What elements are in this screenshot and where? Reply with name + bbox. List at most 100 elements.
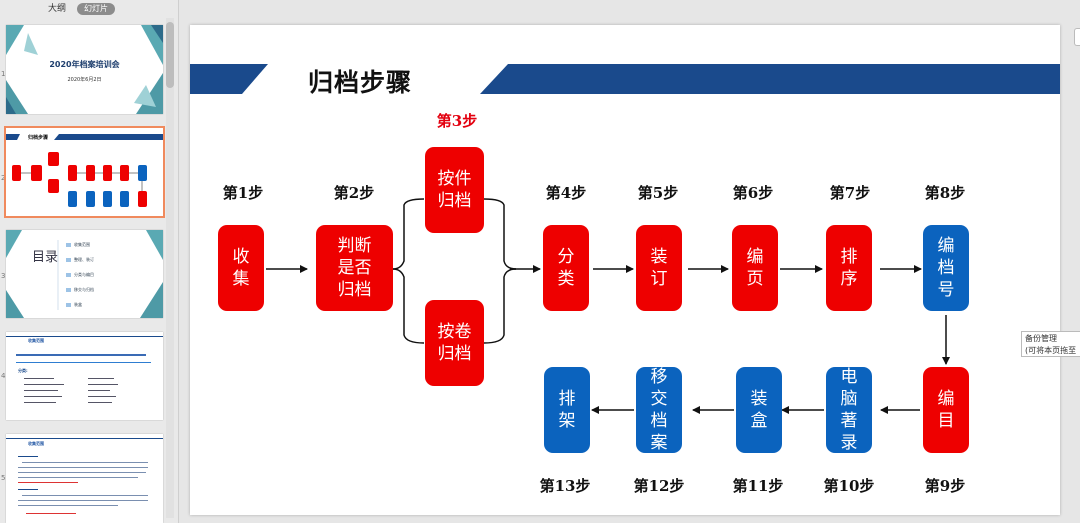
thumbnail-heading: 收集范围 [28, 441, 44, 446]
thumbnail-text-line [18, 482, 78, 483]
step-label-2: 第2步 [333, 184, 375, 202]
step-label-5: 第5步 [637, 184, 679, 202]
thumbnail-text-line [24, 396, 62, 397]
step-label-12: 第12步 [633, 477, 685, 495]
backup-management-tooltip: 备份管理 (可将本页拖至 [1021, 331, 1080, 357]
title-banner-left [190, 64, 268, 94]
thumbnail-number: 3 [1, 272, 6, 280]
step-box-text: 编页 [746, 247, 764, 289]
thumbnail-toc-item: 分类与编目 [66, 272, 94, 278]
step-box-text: 排架 [558, 389, 576, 431]
step-box-transfer-archive[interactable]: 移交档案 [636, 367, 682, 453]
step-box-collect[interactable]: 收集 [218, 225, 264, 311]
step-box-text: 判断是否归档 [337, 236, 372, 300]
step-box-judge-archive[interactable]: 判断是否归档 [316, 225, 393, 311]
thumbnail-text-line [26, 513, 76, 514]
thumbnail-rule [6, 438, 163, 439]
thumbnail-text-line [18, 467, 148, 468]
thumbnail-number: 5 [1, 474, 6, 482]
step-box-text: 收集 [232, 247, 250, 289]
panel-tabs: 大纲 幻灯片 [0, 2, 170, 16]
step-box-classify[interactable]: 分类 [543, 225, 589, 311]
thumbnail-text-line [16, 362, 151, 363]
connector-3a-4 [483, 198, 517, 270]
step-box-shelve[interactable]: 排架 [544, 367, 590, 453]
thumbnail-number: 1 [1, 70, 6, 78]
step-box-text: 移交档案 [650, 367, 668, 453]
step-label-7: 第7步 [829, 184, 871, 202]
step-box-archive-by-item[interactable]: 按件归档 [425, 147, 484, 233]
thumbnail-decoration [6, 25, 163, 114]
thumbnail-text-line [88, 402, 112, 403]
panel-scrollbar-track[interactable] [166, 18, 174, 518]
slide-thumbnail-panel: 大纲 幻灯片 1 2020年档案培训会 2020年6月2日 2 归档步骤 [0, 0, 179, 523]
step-box-text: 按件归档 [437, 169, 472, 211]
thumbnail-toc-item: 装盒 [66, 302, 82, 308]
step-label-3: 第3步 [436, 112, 478, 130]
panel-scrollbar-thumb[interactable] [166, 22, 174, 88]
step-box-text: 按卷归档 [437, 322, 472, 364]
step-label-10: 第10步 [823, 477, 875, 495]
step-box-paginate[interactable]: 编页 [732, 225, 778, 311]
step-box-text: 装盒 [750, 389, 768, 431]
thumbnail-text-line [18, 472, 146, 473]
thumbnail-text-line [22, 462, 148, 463]
slide-thumbnail-5[interactable]: 收集范围 [6, 434, 163, 523]
step-label-8: 第8步 [924, 184, 966, 202]
step-box-archive-by-volume[interactable]: 按卷归档 [425, 300, 484, 386]
tab-slides[interactable]: 幻灯片 [77, 3, 115, 15]
thumbnail-text-line [18, 489, 38, 490]
thumbnail-number: 2 [1, 174, 6, 182]
thumbnail-heading: 收集范围 [28, 338, 44, 343]
thumbnail-text-line [24, 384, 64, 385]
thumbnail-text-line [88, 378, 114, 379]
step-box-computer-entry[interactable]: 电脑著录 [826, 367, 872, 453]
slide-thumbnail-1[interactable]: 2020年档案培训会 2020年6月2日 [6, 25, 163, 114]
right-edge-handle[interactable] [1074, 28, 1080, 46]
tooltip-title: 备份管理 [1025, 334, 1057, 343]
step-label-4: 第4步 [545, 184, 587, 202]
step-box-archive-number[interactable]: 编档号 [923, 225, 969, 311]
title-banner-right [480, 64, 1060, 94]
thumbnail-text-line [24, 378, 54, 379]
thumbnail-title: 目录 [32, 250, 59, 265]
slide-thumbnail-3[interactable]: 目录 收集范围 整理、装订 分类与编目 移交与归档 装盒 [6, 230, 163, 318]
step-box-text: 分类 [557, 247, 575, 289]
step-box-boxing[interactable]: 装盒 [736, 367, 782, 453]
thumbnail-text-line [16, 354, 146, 356]
step-label-6: 第6步 [732, 184, 774, 202]
step-box-text: 编目 [937, 389, 955, 431]
thumbnail-date: 2020年6月2日 [67, 77, 102, 83]
thumbnail-toc-item: 整理、装订 [66, 257, 94, 263]
step-label-1: 第1步 [222, 184, 264, 202]
thumbnail-decoration [6, 230, 163, 318]
step-box-text: 装订 [650, 247, 668, 289]
svg-text:归档步骤: 归档步骤 [28, 134, 48, 141]
flowchart-connectors [190, 64, 1060, 414]
step-box-text: 编档号 [937, 236, 955, 300]
thumbnail-text-line [18, 500, 148, 501]
thumbnail-text-line [88, 390, 110, 391]
slide-canvas[interactable]: 归档步骤 第1步 第2步 第3步 第4步 第5步 第6步 第7步 第8步 第9步… [190, 25, 1060, 515]
step-box-bind[interactable]: 装订 [636, 225, 682, 311]
tooltip-hint: (可将本页拖至 [1025, 346, 1077, 355]
connector-3b-4 [483, 268, 517, 344]
step-label-13: 第13步 [539, 477, 591, 495]
thumbnail-text-line [88, 396, 116, 397]
thumbnail-toc-item: 移交与归档 [66, 287, 94, 293]
step-box-catalog[interactable]: 编目 [923, 367, 969, 453]
tab-outline[interactable]: 大纲 [48, 4, 67, 14]
thumbnail-text-line [24, 390, 58, 391]
step-box-sort[interactable]: 排序 [826, 225, 872, 311]
thumbnail-text-line [18, 477, 138, 478]
thumbnail-toc-item: 收集范围 [66, 242, 90, 248]
step-label-9: 第9步 [924, 477, 966, 495]
slide-thumbnail-2[interactable]: 归档步骤 [4, 126, 165, 218]
slide-thumbnail-4[interactable]: 收集范围 分类: [6, 332, 163, 420]
thumbnail-text-line [88, 384, 118, 385]
step-box-text: 电脑著录 [840, 367, 858, 453]
thumbnail-rule [6, 336, 163, 337]
connector-2-3b [392, 268, 425, 344]
thumbnail-text-line [22, 495, 148, 496]
thumbnail-flowchart-preview: 归档步骤 [6, 134, 163, 207]
